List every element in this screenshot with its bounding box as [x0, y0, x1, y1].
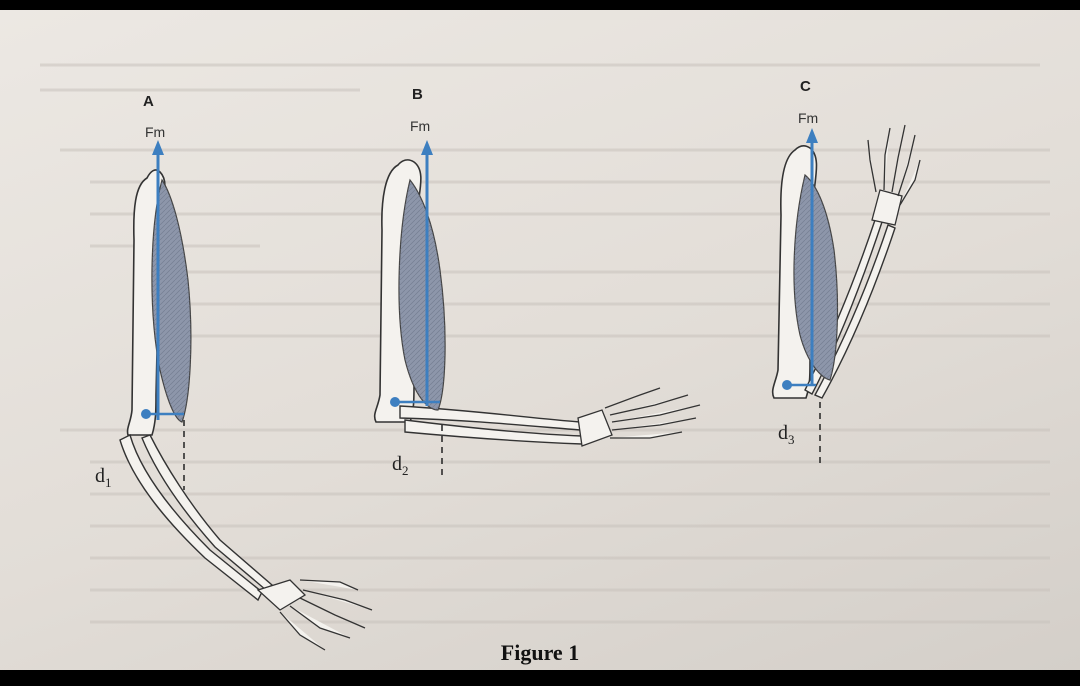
- panel-a-arrowhead: [152, 140, 164, 155]
- figure-illustration: [40, 63, 1050, 651]
- panel-c-hand: [867, 124, 921, 226]
- panel-c-pivot-dot: [782, 380, 792, 390]
- panel-b-hand: [577, 387, 701, 447]
- panel-a-force-label: Fm: [145, 124, 166, 140]
- panel-c-distance-label: d3: [778, 422, 795, 447]
- panel-b-letter: B: [412, 86, 423, 103]
- background-text-lines: [40, 63, 1050, 624]
- panel-b-distance-label: d2: [392, 453, 409, 478]
- figure-page: A B C Fm Fm Fm d1 d2 d3 Figure 1: [0, 10, 1080, 670]
- figure-caption: Figure 1: [500, 640, 580, 665]
- panel-a-arm: [119, 140, 373, 651]
- panel-b-arm: [373, 140, 701, 478]
- panel-b-pivot-dot: [390, 397, 400, 407]
- panel-b-force-label: Fm: [410, 118, 431, 134]
- panel-a-letter: A: [143, 93, 154, 110]
- panel-b-arrowhead: [421, 140, 433, 155]
- panel-a-distance-label: d1: [95, 465, 112, 490]
- panel-c-letter: C: [800, 78, 811, 95]
- panel-a-radius: [119, 433, 263, 602]
- panel-a-pivot-dot: [141, 409, 151, 419]
- panel-a-hand: [256, 579, 373, 651]
- panel-c-force-label: Fm: [798, 110, 819, 126]
- panel-c-ulna: [814, 224, 896, 399]
- panel-c-arrowhead: [806, 128, 818, 143]
- panel-c-arm: [771, 124, 921, 465]
